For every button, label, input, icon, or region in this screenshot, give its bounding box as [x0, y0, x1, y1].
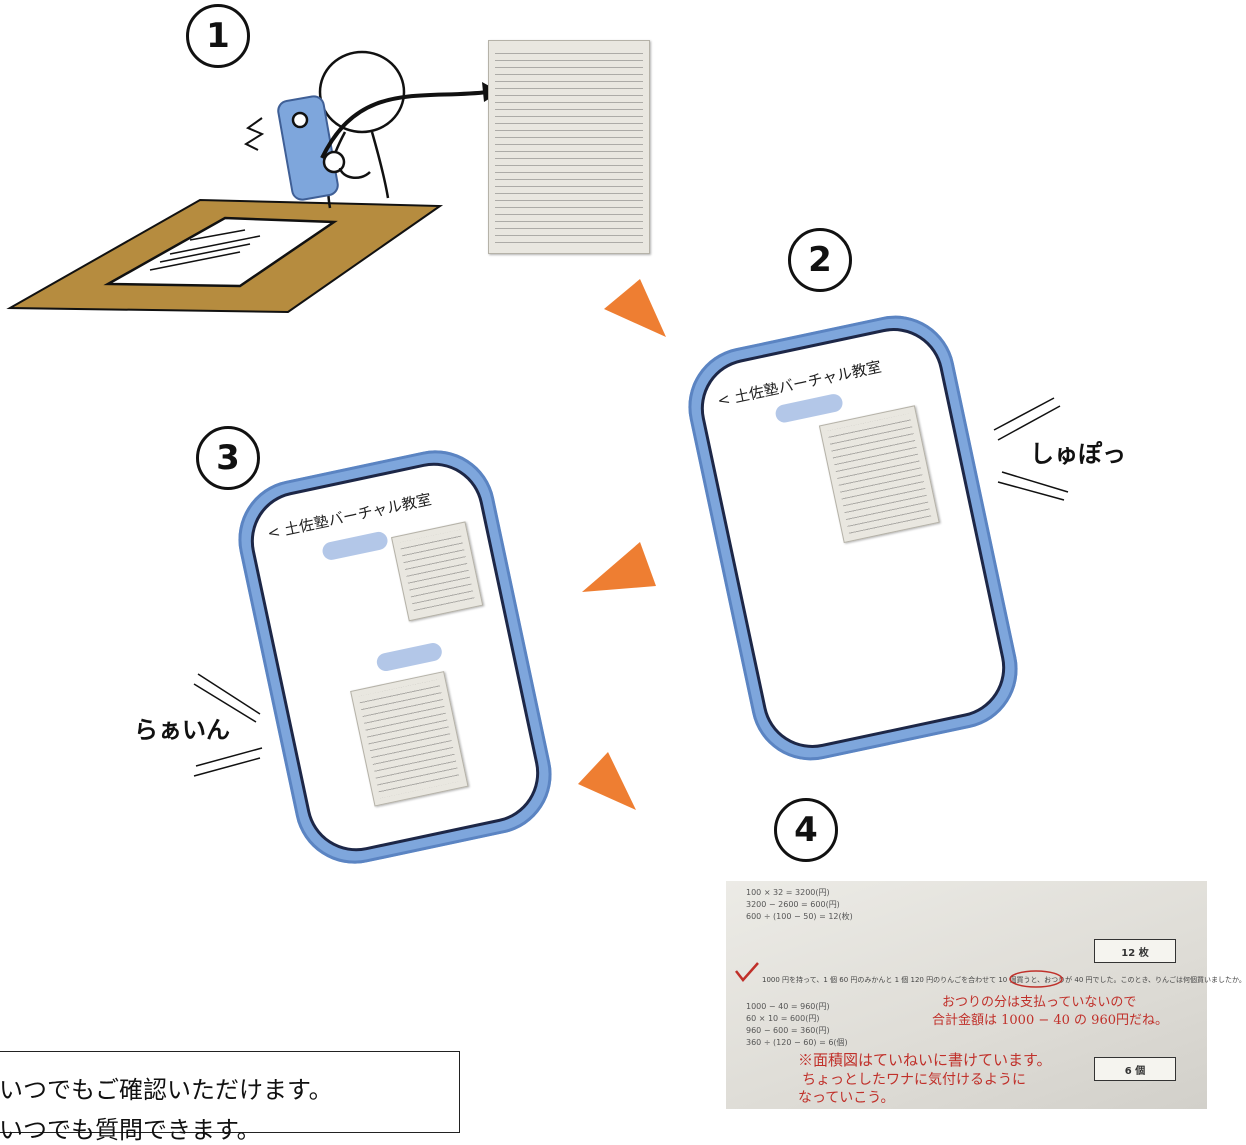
calc-line: 1000 − 40 = 960(円): [746, 1002, 830, 1011]
worksheet-photo: [488, 40, 650, 254]
calc-line: 360 ÷ (120 − 60) = 6(個): [746, 1038, 848, 1047]
calc-line: 600 ÷ (100 − 50) = 12(枚): [746, 912, 853, 921]
chat-photo: [818, 405, 940, 544]
red-circle-mark: [1009, 970, 1063, 988]
send-sound-text: しゅぽっ: [1030, 440, 1126, 468]
note-line-1: いつでもご確認いただけます。: [0, 1076, 333, 1104]
calc-line: 960 − 600 = 360(円): [746, 1026, 830, 1035]
chat-bubble-2: [375, 641, 444, 673]
step-number-3: 3: [196, 426, 260, 490]
camera-flash-icon: [243, 117, 265, 151]
phone-step-2: < 土佐塾バーチャル教室: [677, 304, 1029, 772]
teacher-comment: 合計金額は 1000 − 40 の 960円だね。: [932, 1013, 1168, 1028]
chat-bubble-1: [320, 530, 390, 562]
receive-sound-text: らぁいん: [134, 716, 230, 744]
calc-line: 3200 − 2600 = 600(円): [746, 900, 840, 909]
flow-arrow-3: [578, 752, 636, 810]
calc-line: 100 × 32 = 3200(円): [746, 888, 830, 897]
calc-line: 60 × 10 = 600(円): [746, 1014, 820, 1023]
info-note-box: いつでもご確認いただけます。 いつでも質問できます。: [0, 1051, 460, 1144]
step-number-2: 2: [788, 228, 852, 292]
graded-answer-sheet: 100 × 32 = 3200(円) 3200 − 2600 = 600(円) …: [726, 881, 1246, 1109]
chat-photo-1: [391, 521, 484, 622]
teacher-comment: おつりの分は支払っていないので: [942, 995, 1137, 1010]
upload-arrow: [320, 90, 489, 159]
note-line-2: いつでも質問できます。: [0, 1116, 261, 1144]
step-number-4: 4: [774, 798, 838, 862]
teacher-comment: ちょっとしたワナに気付けるように: [802, 1072, 1026, 1088]
send-sound-lines: [993, 397, 1069, 501]
teacher-comment: なっていこう。: [798, 1090, 895, 1106]
flow-arrow-1: [604, 279, 666, 337]
teacher-comment: ※面積図はていねいに書けています。: [798, 1051, 1052, 1069]
answer-box-2: 6 個: [1094, 1057, 1176, 1081]
photographing-illustration: [6, 50, 500, 314]
flow-arrow-2: [582, 542, 656, 592]
answer-box-1: 12 枚: [1094, 939, 1176, 963]
chat-photo-2: [350, 671, 469, 807]
phone-step-3: < 土佐塾バーチャル教室: [227, 439, 563, 875]
question-text: 1000 円を持って、1 個 60 円のみかんと 1 個 120 円のりんごを合…: [762, 976, 1246, 984]
paper-on-desk: [103, 216, 338, 288]
step-number-1: 1: [186, 4, 250, 68]
check-mark-icon: [735, 962, 759, 982]
chat-bubble: [773, 392, 845, 425]
receive-sound-lines: [193, 673, 263, 777]
person-head: [318, 50, 406, 134]
